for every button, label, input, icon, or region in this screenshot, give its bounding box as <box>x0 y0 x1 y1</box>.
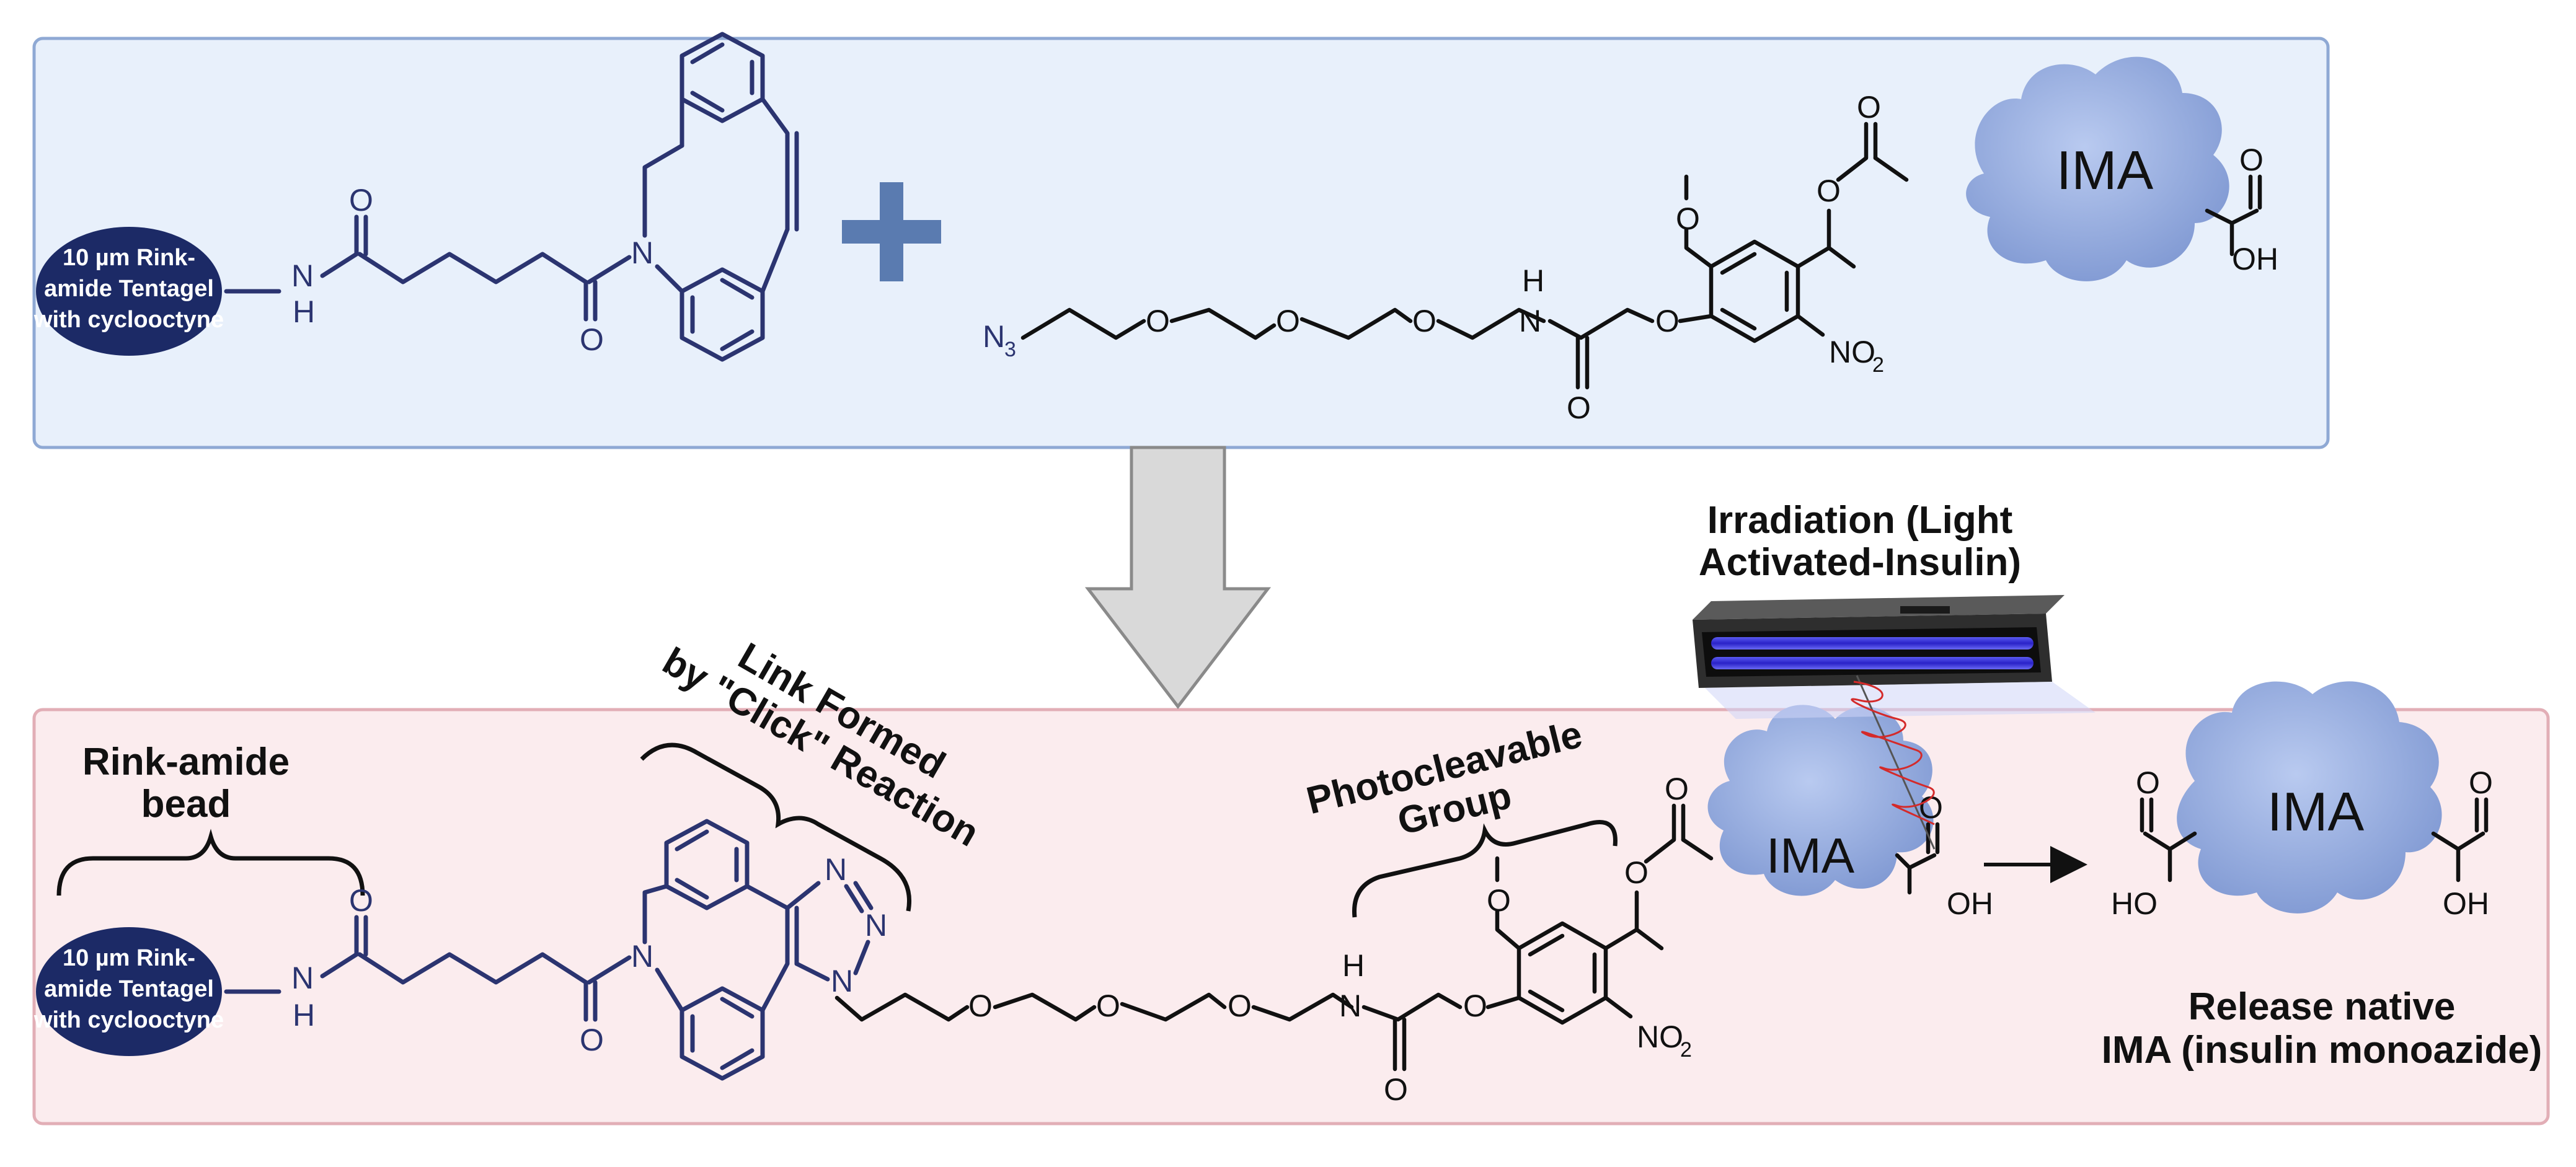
atom-o-peg-1-top: O <box>1146 304 1170 338</box>
atom-n3-sub-top: 3 <box>1004 338 1016 361</box>
atom-o-cooh-released-right: O <box>2469 765 2493 800</box>
bead-top-line1: 10 µm Rink- <box>63 245 195 271</box>
atom-n-amide2-top: N <box>1519 304 1541 338</box>
irradiation-annotation: Irradiation (Light Activated-Insulin) <box>1699 499 2021 584</box>
insulin-protein-released: IMA O HO O OH <box>2111 681 2493 921</box>
atom-n-triazole-1: N <box>825 852 847 887</box>
atom-o-peg-3-bottom: O <box>1228 989 1252 1023</box>
atom-h-amide-top: H <box>293 294 315 329</box>
irradiation-label-line2: Activated-Insulin) <box>1699 541 2021 584</box>
atom-no2-bottom: NO <box>1637 1019 1683 1054</box>
release-caption: Release native IMA (insulin monoazide) <box>2102 985 2543 1072</box>
atom-n-dbco-bottom: N <box>631 939 653 974</box>
atom-o-ester-carbonyl-bottom: O <box>1665 772 1689 806</box>
atom-n-amide-top: N <box>291 258 314 293</box>
atom-n-triazole-3: N <box>831 964 853 998</box>
cyclooctyne-linker-top: N H O O N <box>224 32 799 362</box>
atom-no2-top: NO <box>1829 335 1875 369</box>
release-caption-line2: IMA (insulin monoazide) <box>2102 1029 2543 1072</box>
atom-n-dbco-top: N <box>631 236 653 270</box>
atom-o-carbonyl-3-bottom: O <box>1384 1072 1408 1107</box>
atom-o-ester-carbonyl-top: O <box>1857 90 1881 125</box>
rink-amide-label-line1: Rink-amide <box>82 741 290 783</box>
protein-label-top: IMA <box>2056 139 2154 201</box>
atom-o-carbonyl-2-bottom: O <box>580 1023 604 1057</box>
atom-oh-cooh-released: OH <box>2443 886 2489 921</box>
protein-label-bottom-left: IMA <box>1766 828 1855 883</box>
atom-h-amide2-bottom: H <box>1342 948 1365 983</box>
bead-bottom-line2: amide Tentagel <box>44 976 214 1002</box>
atom-o-carbonyl-1-bottom: O <box>349 883 373 918</box>
atom-o-methoxy-bottom: O <box>1487 883 1511 918</box>
atom-o-ether-bottom: O <box>1463 989 1487 1023</box>
atom-n-triazole-2: N <box>865 908 887 943</box>
atom-no2-sub-top: 2 <box>1872 353 1884 377</box>
rink-amide-label-line2: bead <box>141 783 231 826</box>
protein-label-released: IMA <box>2267 781 2365 842</box>
azide-peg-photolinker-top: N 3 O O O H N O O O NO 2 O O <box>983 90 1909 425</box>
atom-n3-top: N <box>983 319 1005 354</box>
release-caption-line1: Release native <box>2189 985 2456 1028</box>
down-arrow-icon <box>1084 446 1272 710</box>
atom-o-carbonyl-2-top: O <box>580 322 604 357</box>
atom-o-peg-3-top: O <box>1412 304 1436 338</box>
atom-o-carbonyl-3-top: O <box>1567 390 1591 425</box>
atom-oh-cooh-top: OH <box>2232 242 2278 276</box>
atom-no2-sub-bottom: 2 <box>1680 1038 1692 1062</box>
bead-top-line2: amide Tentagel <box>44 276 214 302</box>
atom-h-amide2-top: H <box>1522 263 1544 298</box>
bead-bottom-line3: with cyclooctyne <box>33 1007 224 1033</box>
atom-o-peg-1-bottom: O <box>968 989 993 1023</box>
bead-bottom: 10 µm Rink- amide Tentagel with cyclooct… <box>33 927 224 1056</box>
atom-ho-cooh-released: HO <box>2111 886 2158 921</box>
atom-o-cooh-released-left: O <box>2136 765 2160 800</box>
irradiation-label-line1: Irradiation (Light <box>1707 499 2013 542</box>
uv-lamp-icon <box>1693 595 2096 719</box>
atom-oh-cooh-bottom-left: OH <box>1947 886 1993 921</box>
atom-o-peg-2-top: O <box>1276 304 1300 338</box>
atom-n-amide2-bottom: N <box>1339 989 1361 1023</box>
peg-photolinker-bottom: O O O H N O O O NO 2 O O <box>834 772 1714 1107</box>
atom-o-methoxy-top: O <box>1676 201 1700 236</box>
bead-bottom-line1: 10 µm Rink- <box>63 945 195 971</box>
light-helix-icon <box>1851 675 1936 850</box>
insulin-protein-top: IMA O OH <box>1966 56 2278 281</box>
rink-amide-annotation: Rink-amide bead <box>56 741 365 896</box>
atom-o-carbonyl-1-top: O <box>349 183 373 218</box>
bead-top-line3: with cyclooctyne <box>33 307 224 333</box>
atom-n-amide-bottom: N <box>291 961 314 995</box>
atom-o-peg-2-bottom: O <box>1096 989 1120 1023</box>
atom-o-ether-top: O <box>1655 304 1680 338</box>
insulin-protein-bottom-left: IMA O OH <box>1707 705 1993 921</box>
bead-top: 10 µm Rink- amide Tentagel with cyclooct… <box>33 227 224 356</box>
plus-icon <box>842 182 941 281</box>
top-panel <box>32 37 2330 449</box>
atom-h-amide-bottom: H <box>293 998 315 1033</box>
triazole-linker-bottom: N H O O N N N N <box>224 819 887 1081</box>
atom-o-cooh-top: O <box>2239 143 2264 177</box>
